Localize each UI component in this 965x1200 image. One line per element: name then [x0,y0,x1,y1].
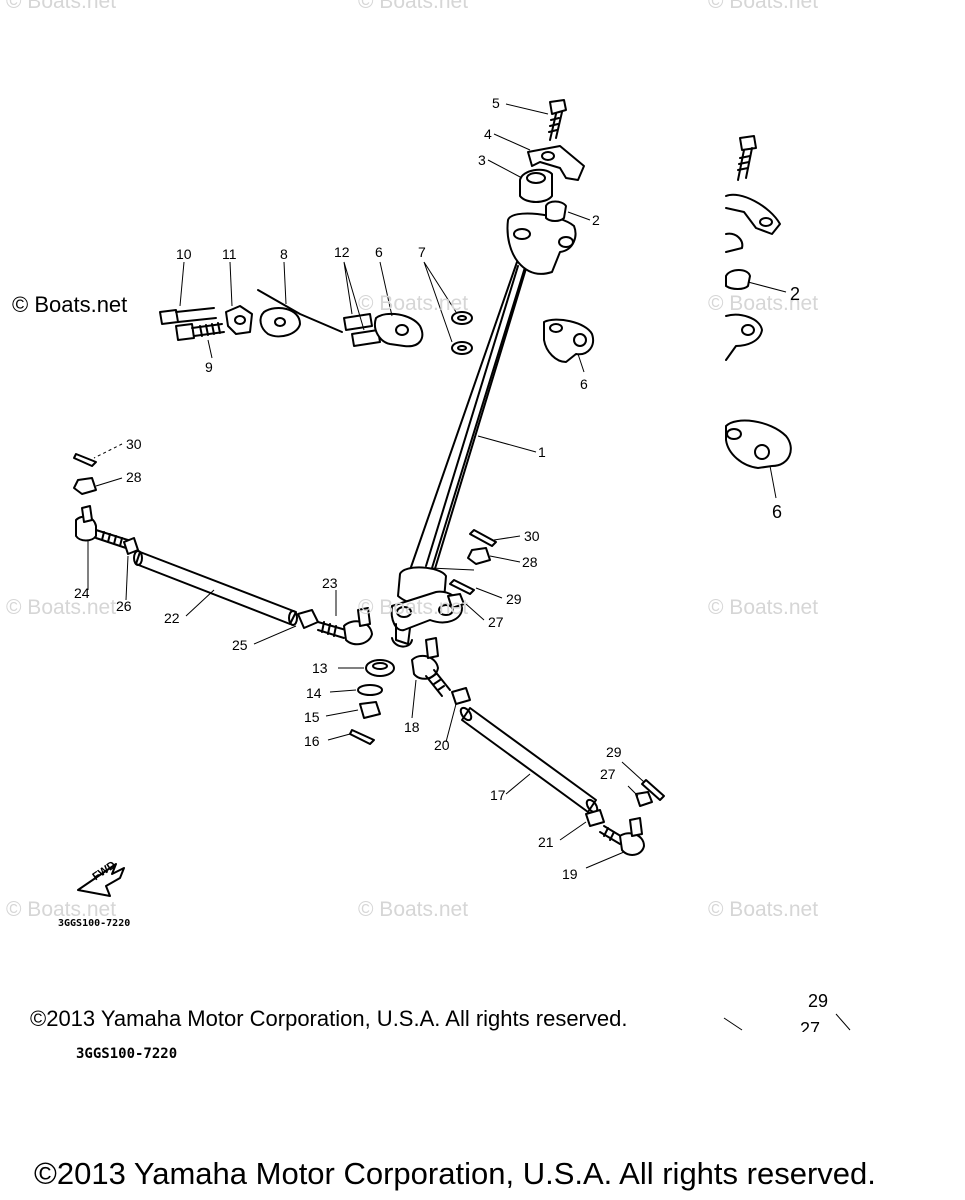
callout-3: 3 [478,152,486,168]
watermark: © Boats.net [6,898,117,921]
tie-rod-end-24 [75,505,129,549]
callout-8: 8 [280,246,288,262]
callout-9: 9 [205,359,213,375]
pin-12a [343,313,373,331]
callout-12: 12 [334,244,350,260]
callout-25: 25 [232,637,248,653]
callout-22: 22 [164,610,180,626]
inset-view [725,135,792,469]
callout-28-left: 28 [126,469,142,485]
tie-rod-end-23 [317,607,373,646]
callout-7: 7 [418,244,426,260]
nut-27-bottom [635,791,653,807]
copyright-mid: ©2013 Yamaha Motor Corporation, U.S.A. A… [30,1006,628,1031]
callout-13: 13 [312,660,328,676]
nut-26 [123,537,139,555]
bolt-9 [175,322,225,341]
callout-27-bottom: 27 [600,766,616,782]
callout-5: 5 [492,95,500,111]
watermark: © Boats.net [358,898,469,921]
tie-rod-end-19 [599,817,645,856]
watermark: © Boats.net [708,898,819,921]
callout-30-left: 30 [126,436,142,452]
nut-15 [359,701,381,719]
callout-23: 23 [322,575,338,591]
washer-7a [451,311,473,325]
callout-20: 20 [434,737,450,753]
tie-rod-end-18 [411,637,451,697]
bracket-6 [543,318,594,363]
diagram-code-small: 3GGS100-7220 [58,918,131,929]
callout-6-top: 6 [375,244,383,260]
copyright-bottom: ©2013 Yamaha Motor Corporation, U.S.A. A… [34,1156,876,1191]
callout-24: 24 [74,585,90,601]
callout-1: 1 [538,444,546,460]
callout-inset-6: 6 [772,502,783,522]
cotter-29-bottom [641,779,665,801]
callout-19: 19 [562,866,578,882]
nut-28-left [73,477,97,495]
holder-6 [374,312,424,348]
watermark: © Boats.net [6,596,117,619]
callout-17: 17 [490,787,506,803]
washer-14 [357,684,383,696]
nut-20 [451,687,471,705]
bushing-2 [545,200,567,222]
callout-2: 2 [592,212,600,228]
tie-rod-17 [459,706,599,814]
callout-inset-29: 29 [808,991,829,1011]
callout-26: 26 [116,598,132,614]
callout-21: 21 [538,834,554,850]
callout-16: 16 [304,733,320,749]
watermark: © Boats.net [358,0,469,13]
bolt-5 [548,99,567,141]
watermark: © Boats.net [358,596,469,619]
nut-27-right [447,593,465,609]
cotter-30-left [73,453,97,467]
nut-25 [297,609,319,629]
watermark: © Boats.net [708,596,819,619]
nut-21 [585,809,605,827]
brand-label: © Boats.net [12,292,128,317]
callout-29-bottom: 29 [606,744,622,760]
watermark: © Boats.net [708,0,819,13]
callout-11: 11 [222,246,237,262]
callout-6-bracket: 6 [580,376,588,392]
pin-12b [351,329,381,347]
watermark: © Boats.net [358,292,469,315]
callout-inset-27: 27 [800,1020,821,1032]
nut-28-right [467,547,491,565]
callout-27-right: 27 [488,614,504,630]
callout-15: 15 [304,709,320,725]
watermark: © Boats.net [6,0,117,13]
callout-29-right: 29 [506,591,522,607]
collar-3 [519,168,553,203]
callout-10: 10 [176,246,192,262]
callout-30-right: 30 [524,528,540,544]
callout-14: 14 [306,685,322,701]
watermark: © Boats.net [708,292,819,315]
diagram-code: 3GGS100-7220 [76,1046,178,1062]
tie-rod-22 [133,550,298,626]
lever-11 [225,305,253,335]
cotter-30-right [469,529,497,547]
link-8 [259,307,301,338]
steering-shaft [390,212,577,648]
fwd-arrow [77,863,125,897]
bolt-10 [159,307,217,325]
callout-28-right: 28 [522,554,538,570]
callout-18: 18 [404,719,420,735]
washer-7b [451,341,473,355]
cotter-29-right [449,579,475,595]
cotter-16 [349,729,375,745]
callout-4: 4 [484,126,492,142]
callout-inset-2: 2 [790,284,801,304]
